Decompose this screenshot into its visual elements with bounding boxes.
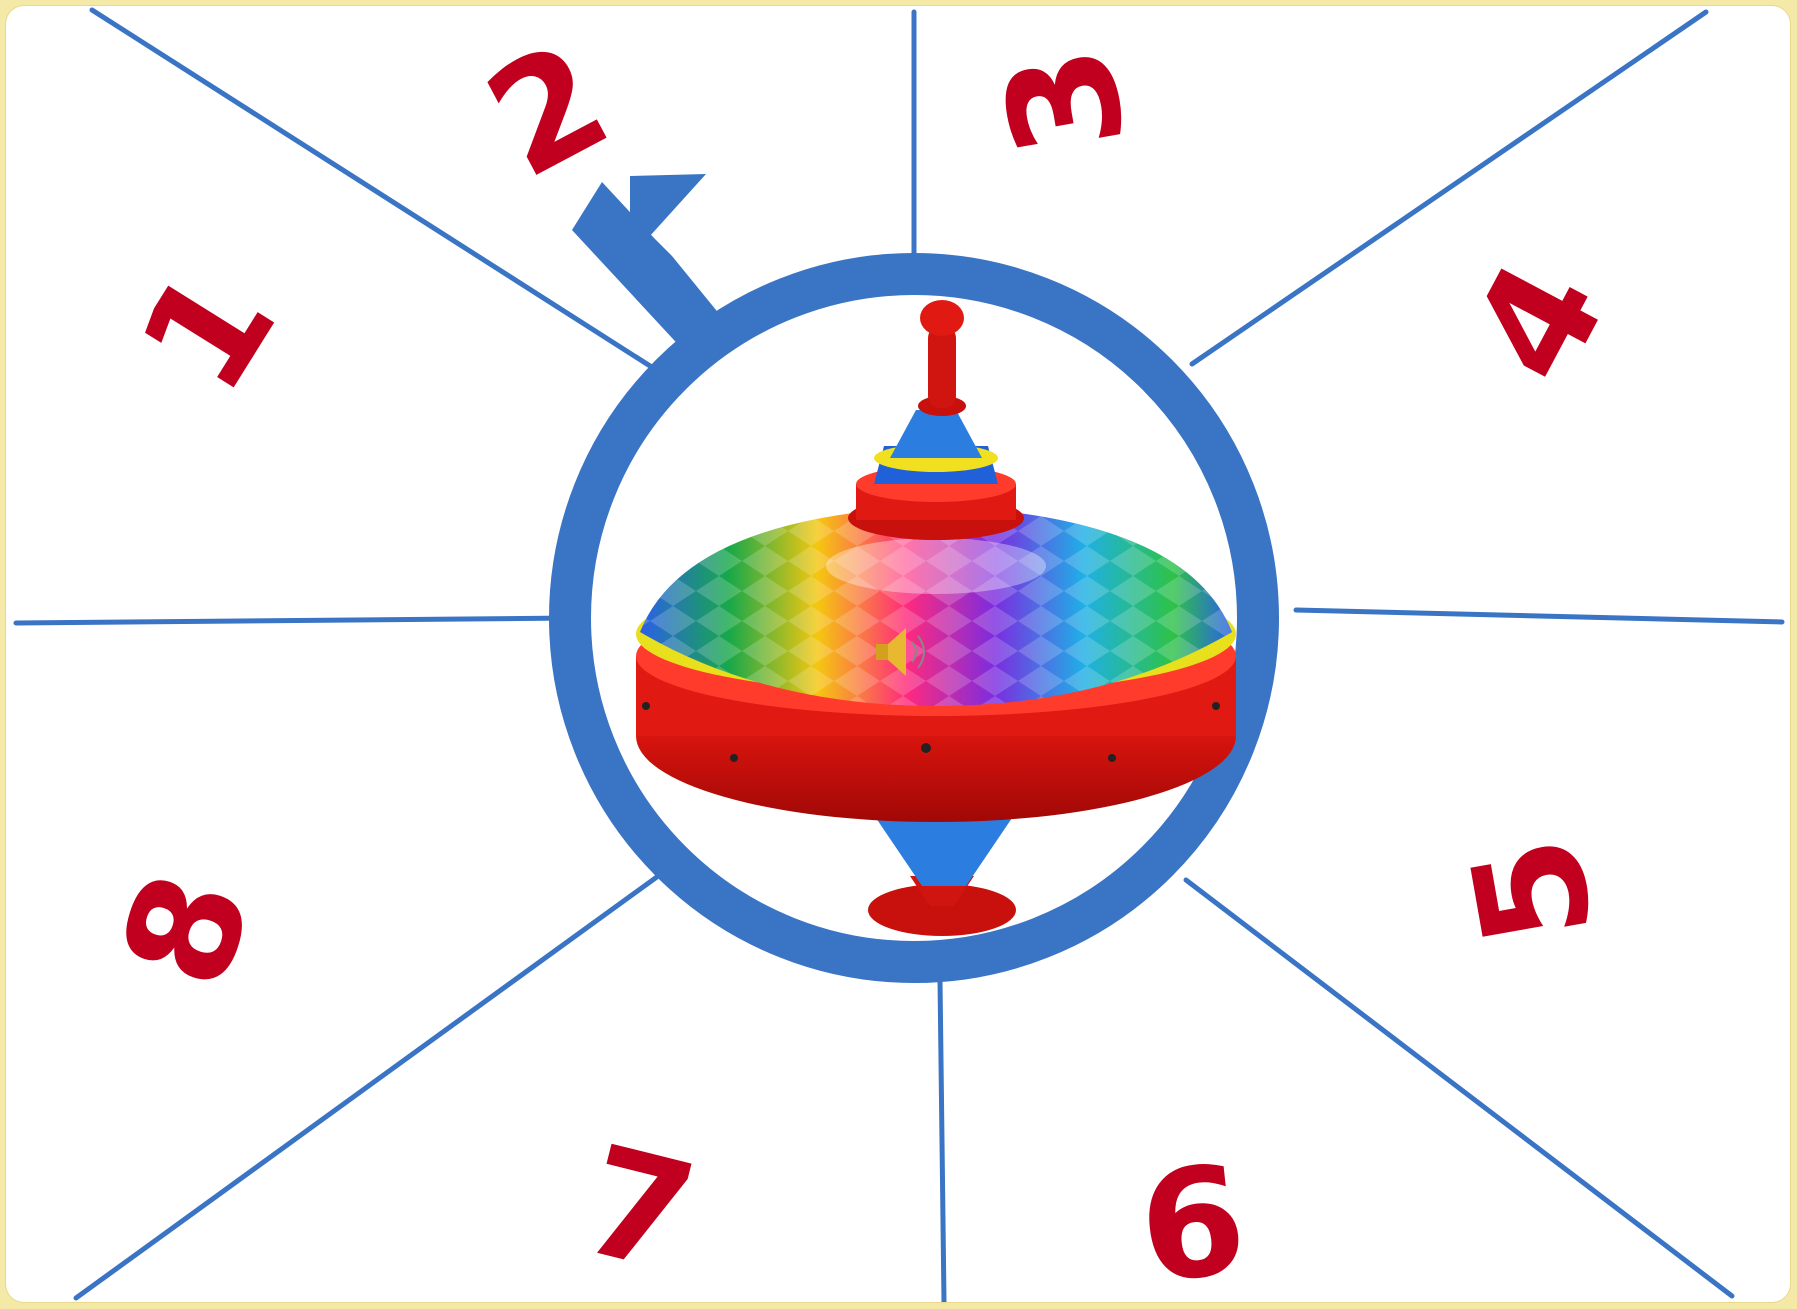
divider-line-4-5: [1296, 610, 1782, 622]
divider-line-6-7: [940, 980, 944, 1302]
segment-number-8[interactable]: 8: [89, 854, 287, 1007]
segment-number-2[interactable]: 2: [461, 10, 635, 213]
segment-number-5[interactable]: 5: [1439, 824, 1628, 957]
segment-number-3[interactable]: 3: [971, 34, 1160, 167]
divider-line-8-1: [16, 618, 572, 623]
segment-number-6[interactable]: 6: [1132, 1133, 1254, 1302]
segment-number-1[interactable]: 1: [107, 241, 310, 422]
board-graphic: 1 2 3 4 5 6 7 8: [6, 6, 1790, 1302]
segment-number-7[interactable]: 7: [567, 1113, 710, 1302]
spinner-board: 1 2 3 4 5 6 7 8: [6, 6, 1790, 1302]
segment-number-4[interactable]: 4: [1438, 235, 1641, 409]
